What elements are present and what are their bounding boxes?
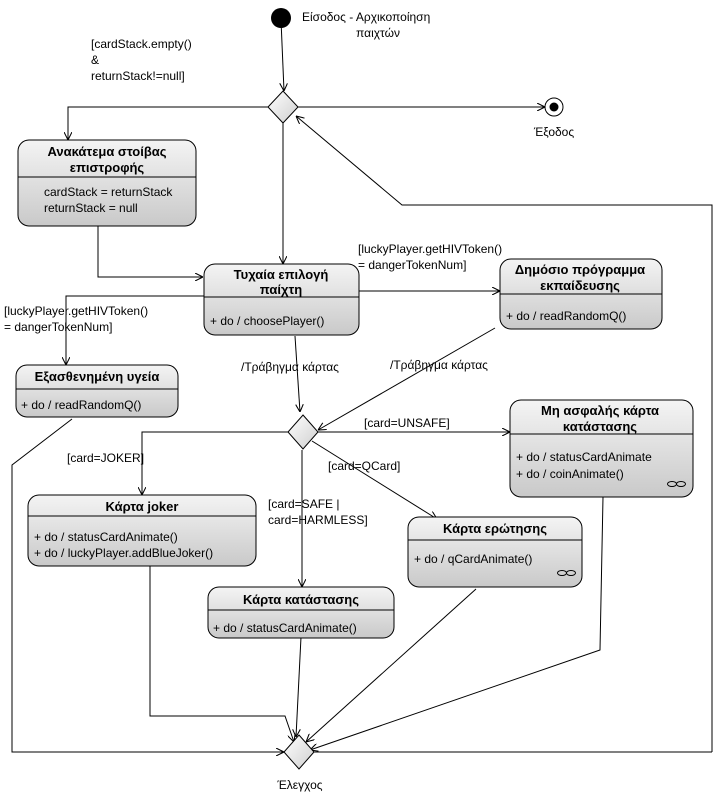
state-body: + do / readRandomQ()	[506, 309, 626, 323]
exit-label: Έξοδος	[533, 125, 574, 139]
guard-safe: [card=SAFE | card=HARMLESS]	[268, 497, 368, 527]
svg-text:[cardStack.empty(): [cardStack.empty()	[91, 37, 192, 51]
state-joker-card: Κάρτα joker + do / statusCardAnimate() +…	[27, 494, 257, 567]
state-body: + do / coinAnimate()	[516, 467, 624, 481]
svg-text:card=HARMLESS]: card=HARMLESS]	[268, 513, 368, 527]
state-body: cardStack = returnStack	[44, 185, 173, 199]
composite-state-icon	[557, 570, 576, 576]
state-weak-health: Εξασθενημένη υγεία + do / readRandomQ()	[15, 364, 179, 418]
state-status-card: Κάρτα κατάστασης + do / statusCardAnimat…	[207, 586, 395, 639]
state-title: Μη ασφαλής κάρτα	[541, 403, 659, 418]
state-title: παίχτη	[260, 282, 302, 297]
state-title: εκπαίδευσης	[540, 278, 620, 293]
flow-loop-back-to-d1	[296, 116, 713, 207]
flow-unsafe-to-check	[310, 496, 604, 750]
state-education: Δημόσιο πρόγραμμα εκπαίδευσης + do / rea…	[499, 258, 663, 330]
state-title: κατάστασης	[563, 419, 637, 434]
svg-text:= dangerTokenNum]: = dangerTokenNum]	[358, 258, 466, 272]
flow-status-to-check	[296, 636, 302, 737]
guard-empty-stack: [cardStack.empty() & returnStack!=null]	[91, 37, 192, 83]
svg-text:[luckyPlayer.getHIVToken(): [luckyPlayer.getHIVToken()	[358, 242, 502, 256]
guard-draw-card-right: /Τράβηγμα κάρτας	[390, 358, 488, 372]
state-body: + do / statusCardAnimate()	[34, 530, 178, 544]
flow-d2-to-qcard	[311, 440, 437, 519]
svg-text:[card=SAFE |: [card=SAFE |	[268, 497, 339, 511]
state-body: + do / readRandomQ()	[21, 398, 141, 412]
guard-draw-card-left: /Τράβηγμα κάρτας	[241, 360, 339, 374]
state-choose-player: Τυχαία επιλογή παίχτη + do / choosePlaye…	[203, 263, 360, 336]
state-title: Κάρτα κατάστασης	[243, 592, 359, 607]
svg-text:returnStack!=null]: returnStack!=null]	[91, 69, 185, 83]
state-body: + do / choosePlayer()	[210, 314, 324, 328]
svg-text:= dangerTokenNum]: = dangerTokenNum]	[4, 320, 112, 334]
decision-stack-check	[267, 90, 299, 124]
state-title: Δημόσιο πρόγραμμα	[515, 262, 645, 277]
flow-reshuffle-to-choose-player	[97, 226, 203, 277]
start-label-line1: Είσοδος - Αρχικοποίηση	[302, 10, 430, 24]
state-body: + do / statusCardAnimate	[516, 450, 652, 464]
start-label-line2: παιχτών	[356, 26, 400, 40]
check-label: Έλεγχος	[276, 778, 322, 792]
state-title: Ανακάτεμα στοίβας	[47, 144, 166, 159]
flow-education-to-d2	[318, 327, 496, 430]
decision-card-type	[287, 414, 319, 450]
guard-joker: [card=JOKER]	[67, 451, 144, 465]
state-body: + do / luckyPlayer.addBlueJoker()	[34, 546, 213, 560]
flow-joker-to-check	[149, 566, 294, 742]
flow-choose-player-to-d2	[294, 335, 300, 412]
guard-hiv-right: [luckyPlayer.getHIVToken() = dangerToken…	[358, 242, 502, 272]
flow-weak-health-to-check	[11, 418, 284, 752]
state-body: returnStack = null	[44, 201, 138, 215]
state-body: + do / statusCardAnimate()	[213, 621, 357, 635]
composite-state-icon	[667, 481, 686, 487]
state-title: Τυχαία επιλογή	[234, 267, 329, 282]
flow-qcard-to-check	[306, 588, 477, 742]
decision-check	[283, 734, 315, 770]
flow-d1-to-reshuffle	[68, 106, 268, 140]
guard-unsafe: [card=UNSAFE]	[364, 416, 450, 430]
flow-start-to-d1	[281, 19, 284, 91]
state-body: + do / qCardAnimate()	[414, 552, 532, 566]
flow-d2-to-joker	[142, 431, 288, 495]
guard-qcard: [card=QCard]	[328, 459, 400, 473]
svg-text:&: &	[91, 53, 99, 67]
state-title: επιστροφής	[70, 160, 145, 175]
guard-hiv-left: [luckyPlayer.getHIVToken() = dangerToken…	[4, 304, 148, 334]
state-title: Κάρτα joker	[106, 499, 179, 514]
initial-node	[271, 8, 291, 28]
state-question-card: Κάρτα ερώτησης + do / qCardAnimate()	[407, 516, 583, 588]
svg-text:[luckyPlayer.getHIVToken(): [luckyPlayer.getHIVToken()	[4, 304, 148, 318]
final-node	[544, 97, 564, 117]
state-title: Κάρτα ερώτησης	[443, 521, 547, 536]
state-unsafe-card: Μη ασφαλής κάρτα κατάστασης + do / statu…	[509, 399, 694, 498]
state-reshuffle: Ανακάτεμα στοίβας επιστροφής cardStack =…	[17, 139, 197, 227]
state-title: Εξασθενημένη υγεία	[35, 369, 160, 384]
flows	[11, 19, 713, 752]
flow-choose-player-to-weak-health	[66, 295, 206, 365]
